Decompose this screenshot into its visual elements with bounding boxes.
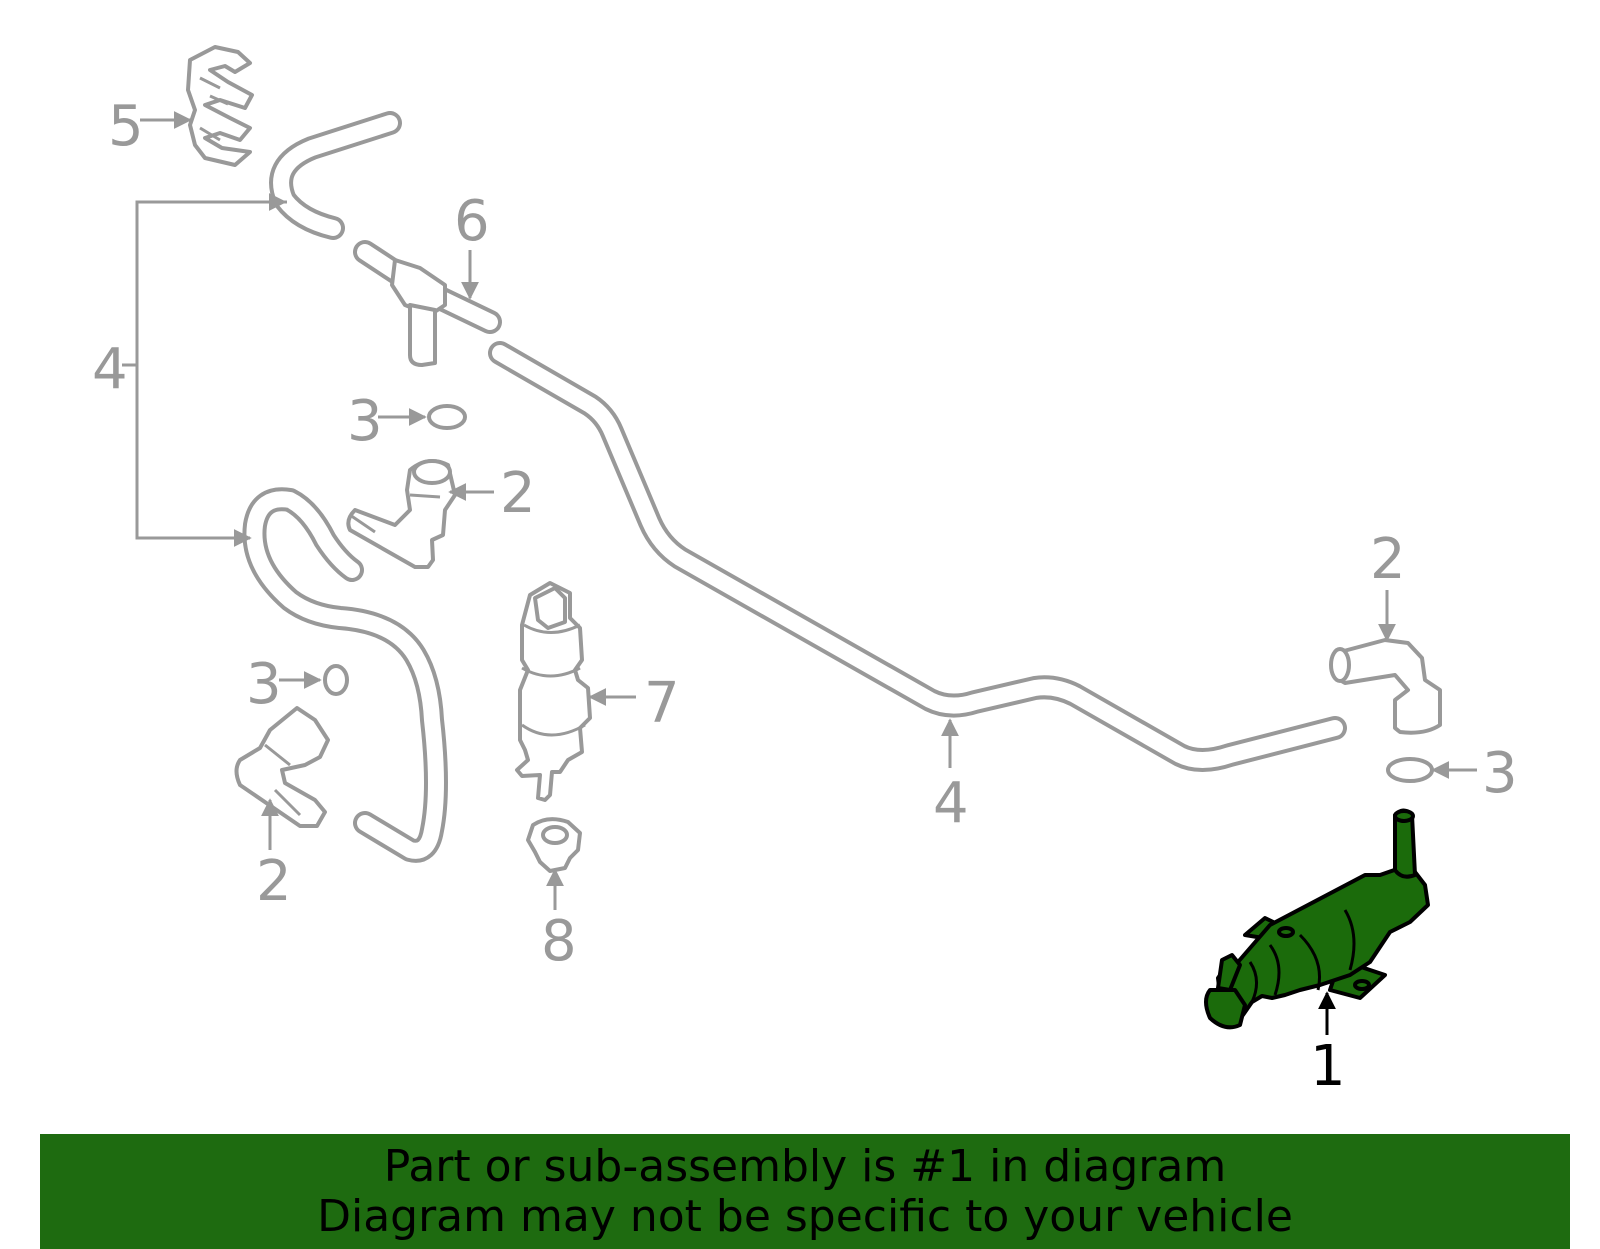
callout-3-upper: 3: [347, 389, 383, 454]
part-2-elbow-right[interactable]: [1329, 638, 1442, 735]
banner-line-2: Diagram may not be specific to your vehi…: [317, 1191, 1293, 1242]
callout-4-pipe: 4: [933, 771, 969, 836]
info-banner: Part or sub-assembly is #1 in diagram Di…: [40, 1134, 1570, 1249]
callout-3-right: 3: [1482, 741, 1518, 806]
part-4-lower-hose[interactable]: [242, 487, 448, 863]
callout-8: 8: [541, 909, 577, 974]
callout-7: 7: [644, 671, 680, 736]
callout-3-left: 3: [246, 652, 282, 717]
callout-2-right: 2: [1370, 527, 1406, 592]
callout-2-upper: 2: [500, 461, 536, 526]
part-8-grommet[interactable]: [526, 817, 582, 873]
part-7-pump[interactable]: [515, 581, 592, 802]
callout-5: 5: [108, 94, 144, 159]
leader-lines: [140, 111, 1477, 1035]
part-2-elbow-upper[interactable]: [346, 459, 457, 569]
callout-4-left: 4: [92, 337, 128, 402]
part-3-oring-right[interactable]: [1386, 757, 1434, 783]
banner-line-1: Part or sub-assembly is #1 in diagram: [383, 1141, 1227, 1192]
callout-1: 1: [1310, 1034, 1346, 1099]
callout-6: 6: [454, 189, 490, 254]
part-3-oring-upper[interactable]: [427, 404, 467, 430]
part-6-connector[interactable]: [353, 240, 502, 367]
part-5-clip[interactable]: [186, 45, 254, 167]
part-2-elbow-left[interactable]: [234, 706, 330, 828]
callout-4-bracket: [122, 193, 287, 547]
part-4-long-pipe[interactable]: [488, 341, 1347, 772]
part-1-washer-nozzle[interactable]: [1204, 808, 1430, 1030]
part-3-oring-left[interactable]: [323, 664, 349, 696]
part-4-upper-hose[interactable]: [269, 111, 402, 240]
callout-2-left: 2: [256, 849, 292, 914]
